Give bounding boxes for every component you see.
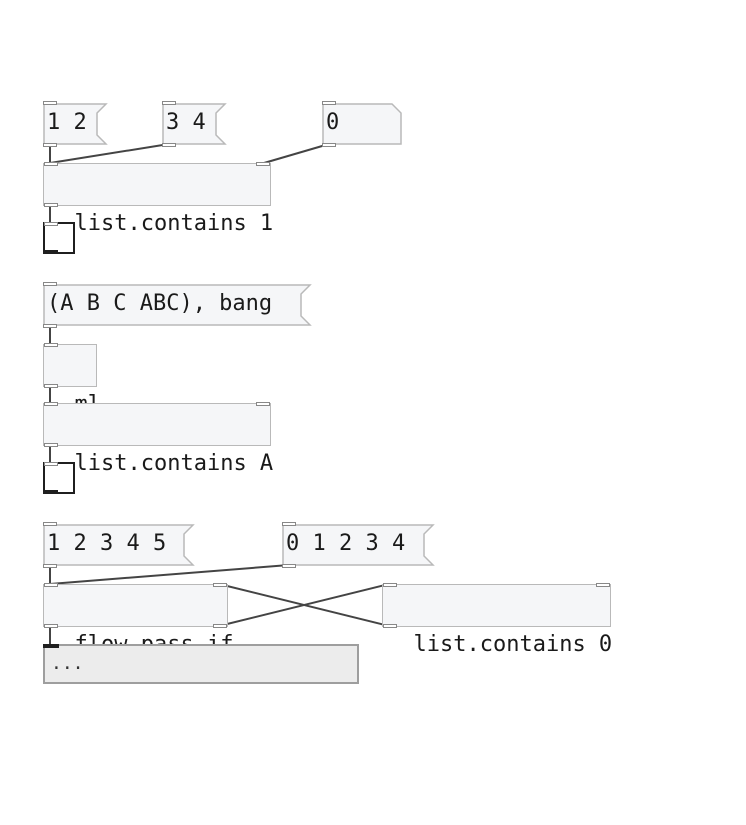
outlet-right[interactable] [213,624,227,628]
display-text: ... [51,653,84,674]
outlet[interactable] [44,443,58,447]
outlet[interactable] [44,203,58,207]
inlet[interactable] [162,101,176,105]
outlet[interactable] [44,624,58,628]
message-text: 0 [326,110,340,135]
outlet[interactable] [44,250,58,254]
message-box-3-4[interactable]: 3 4 [162,101,227,147]
message-text: 1 2 3 4 5 [47,531,167,556]
cord [263,143,330,164]
inlet[interactable] [44,402,58,406]
outlet[interactable] [43,564,57,568]
message-box-0-1-2-3-4[interactable]: 0 1 2 3 4 [282,522,435,568]
outlet[interactable] [44,490,58,494]
object-text: list.contains 0 [413,632,613,657]
message-text: 0 1 2 3 4 [286,531,406,556]
object-list-contains-a[interactable]: list.contains A [43,402,273,476]
message-text: (A B C ABC), bang [47,291,273,316]
object-list-contains-1[interactable]: list.contains 1 [43,162,273,236]
inlet[interactable] [43,282,57,286]
message-box-list-bang[interactable]: (A B C ABC), bang [43,282,312,328]
message-display[interactable]: ... [43,644,359,684]
outlet[interactable] [44,384,58,388]
object-text: list.contains A [74,451,274,476]
object-text: list.contains 1 [74,211,274,236]
message-box-1-2-3-4-5[interactable]: 1 2 3 4 5 [43,522,195,568]
message-text: 3 4 [166,110,206,135]
inlet[interactable] [43,101,57,105]
message-box-0[interactable]: 0 [322,101,402,147]
object-list-contains-0[interactable]: list.contains 0 [382,583,612,657]
inlet[interactable] [44,462,58,466]
inlet[interactable] [44,222,58,226]
outlet[interactable] [383,624,397,628]
inlet[interactable] [43,644,59,648]
object-ml[interactable]: ml [43,343,101,417]
inlet-right[interactable] [256,162,270,166]
message-box-1-2[interactable]: 1 2 [43,101,108,147]
object-flow-pass-if[interactable]: flow.pass_if [43,583,233,657]
inlet[interactable] [282,522,296,526]
inlet[interactable] [44,343,58,347]
toggle[interactable] [43,222,75,254]
toggle[interactable] [43,462,75,494]
inlet[interactable] [43,522,57,526]
outlet[interactable] [162,143,176,147]
outlet[interactable] [322,143,336,147]
inlet[interactable] [383,583,397,587]
outlet[interactable] [43,324,57,328]
cord [49,564,290,585]
inlet[interactable] [44,162,58,166]
inlet[interactable] [322,101,336,105]
inlet[interactable] [44,583,58,587]
inlet-right[interactable] [596,583,610,587]
inlet-right[interactable] [256,402,270,406]
outlet[interactable] [43,143,57,147]
message-text: 1 2 [47,110,87,135]
outlet[interactable] [282,564,296,568]
inlet-right[interactable] [213,583,227,587]
